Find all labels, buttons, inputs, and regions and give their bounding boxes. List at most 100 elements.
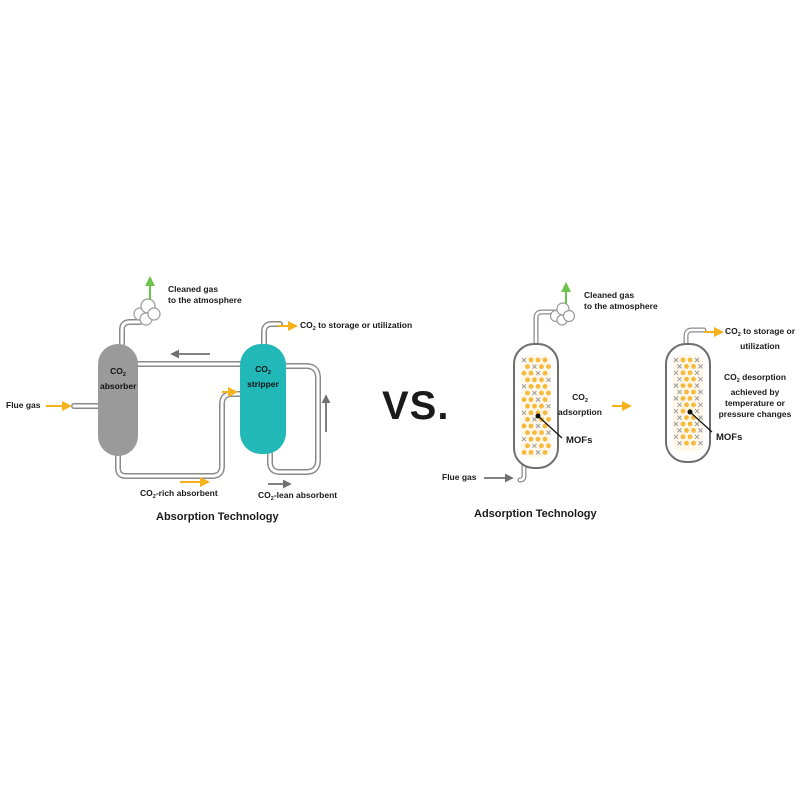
mof-particle <box>521 397 527 402</box>
mof-particle <box>691 402 696 408</box>
adsorption-label: CO2 adsorption <box>558 392 602 417</box>
mof-particle <box>542 450 548 455</box>
mof-linker <box>694 421 700 427</box>
mof-particle <box>687 383 693 388</box>
mof-particle <box>525 430 530 435</box>
mof-particle <box>532 430 537 435</box>
mof-linker <box>698 402 703 408</box>
mof-linker <box>521 384 527 389</box>
mof-particle <box>546 417 551 422</box>
storage-label-right: CO2 to storage or utilization <box>724 326 796 351</box>
mof-particle <box>687 357 693 363</box>
mof-linker <box>677 376 682 382</box>
mof-particle <box>528 423 534 429</box>
mof-particle <box>525 403 530 409</box>
flue-gas-label-right: Flue gas <box>442 472 477 482</box>
mof-particle <box>691 389 696 395</box>
mof-particle <box>521 450 527 455</box>
mof-linker <box>694 383 700 388</box>
mof-linker <box>698 415 703 420</box>
mof-particle <box>684 389 689 395</box>
mof-particle <box>687 370 693 376</box>
mof-particle <box>528 410 534 416</box>
mof-particle <box>535 436 541 442</box>
mof-linker <box>521 436 527 442</box>
adsorption-column-right <box>665 327 713 463</box>
mof-linker <box>532 364 537 369</box>
cloud-icon-right <box>549 302 576 326</box>
mofs-pointer-right <box>689 411 713 433</box>
vs-label: VS. <box>382 384 450 428</box>
mof-linker <box>694 396 700 401</box>
flue-gas-label-left: Flue gas <box>6 400 41 410</box>
mof-linker <box>698 364 703 369</box>
mof-particle <box>539 430 544 435</box>
mof-particle <box>528 450 534 455</box>
mof-particle <box>539 403 544 409</box>
mof-linker <box>694 370 700 376</box>
mof-particle <box>542 357 548 363</box>
mof-particle <box>684 428 689 433</box>
mof-linker <box>546 403 551 409</box>
mof-particle <box>542 370 548 376</box>
mof-particle <box>528 436 534 442</box>
mof-linker <box>694 357 700 363</box>
mof-particle <box>680 408 686 414</box>
mof-particle <box>542 384 548 389</box>
mof-particle <box>535 384 541 389</box>
adsorption-column-left <box>513 309 563 483</box>
co2-absorber-vessel <box>98 344 138 456</box>
stripper-label: CO2 stripper <box>247 364 279 389</box>
absorption-title: Absorption Technology <box>156 511 279 523</box>
mof-particle <box>528 370 534 376</box>
mof-linker <box>673 370 679 376</box>
mof-linker <box>677 402 682 408</box>
desorption-label: CO2 desorption achieved by temperature o… <box>718 372 792 419</box>
mof-particle <box>691 440 696 446</box>
mof-linker <box>546 377 551 383</box>
mof-linker <box>673 396 679 401</box>
mof-particle <box>525 417 530 422</box>
mof-linker <box>546 430 551 435</box>
mofs-label-left: MOFs <box>566 435 593 446</box>
mof-particles-left <box>521 357 551 455</box>
mof-particle <box>539 377 544 383</box>
mof-particle <box>542 410 548 416</box>
mof-particle <box>528 384 534 389</box>
mof-particle <box>684 440 689 446</box>
mof-linker <box>677 415 682 420</box>
mof-particle <box>680 383 686 388</box>
mof-particle <box>680 434 686 440</box>
mofs-label-right: MOFs <box>716 432 743 443</box>
mof-particle <box>525 364 530 369</box>
mof-linker <box>677 364 682 369</box>
mof-linker <box>673 357 679 363</box>
mof-linker <box>698 428 703 433</box>
mof-particle <box>539 443 544 449</box>
mof-particle <box>680 421 686 427</box>
mof-particle <box>684 376 689 382</box>
cloud-icon <box>133 298 161 326</box>
mof-particle <box>521 423 527 429</box>
mof-linker <box>521 357 527 363</box>
mof-linker <box>532 390 537 396</box>
mof-linker <box>677 440 682 446</box>
mof-linker <box>698 376 703 382</box>
absorber-label: CO2 absorber <box>100 366 137 391</box>
co2-stripper-vessel <box>240 344 286 454</box>
mof-particle <box>684 402 689 408</box>
mof-particle <box>691 376 696 382</box>
mof-particle <box>684 364 689 369</box>
mof-linker <box>677 389 682 395</box>
mof-linker <box>535 450 541 455</box>
mof-linker <box>535 370 541 376</box>
rich-absorbent-label: CO2-rich absorbent <box>140 488 218 500</box>
adsorption-title: Adsorption Technology <box>474 508 597 520</box>
mof-linker <box>535 397 541 402</box>
mof-linker <box>694 408 700 414</box>
mof-particle <box>525 443 530 449</box>
mof-particle <box>687 434 693 440</box>
mof-linker <box>694 434 700 440</box>
